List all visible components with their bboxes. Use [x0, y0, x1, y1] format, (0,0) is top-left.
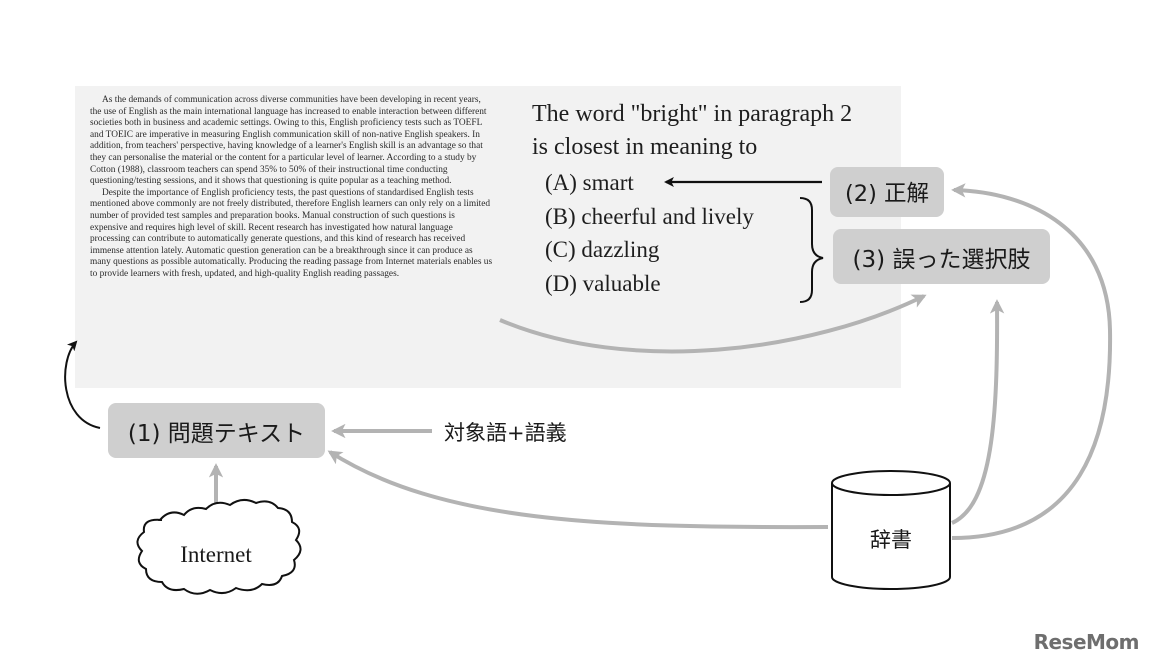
option-a: (A) smart [545, 170, 634, 195]
dictionary-label: 辞書 [870, 528, 912, 552]
answer-options: (A) smart (B) cheerful and lively (C) da… [545, 166, 754, 300]
reading-passage: As the demands of communication across d… [90, 95, 494, 281]
passage-to-distractors-arrow [499, 294, 927, 354]
passage-paragraph-1: As the demands of communication across d… [90, 95, 487, 187]
target-word-label: 対象語+語義 [444, 421, 567, 445]
question-stem-line-2: is closest in meaning to [532, 134, 758, 160]
correct-answer-box: (2) 正解 [830, 167, 944, 217]
problem-text-label: (1) 問題テキスト [127, 420, 306, 447]
question-stem: The word "bright" in paragraph 2 is clos… [532, 98, 902, 164]
distractors-label: (3) 誤った選択肢 [852, 246, 1031, 273]
option-b: (B) cheerful and lively [545, 203, 754, 229]
dictionary-to-problem-arrow [327, 450, 829, 530]
option-c: (C) dazzling [545, 237, 660, 262]
correct-answer-label: (2) 正解 [844, 181, 930, 207]
option-d: (D) valuable [545, 270, 661, 296]
internet-cloud-shape [136, 499, 302, 595]
dictionary-to-distractors-arrow [951, 299, 1005, 525]
dictionary-to-correct-arrow [951, 183, 1113, 540]
problem-to-passage-arrow [64, 340, 101, 429]
passage-panel [75, 86, 901, 388]
distractor-brace [799, 197, 824, 303]
problem-text-box: (1) 問題テキスト [108, 403, 325, 458]
distractors-box: (3) 誤った選択肢 [833, 229, 1050, 284]
internet-label: Internet [180, 542, 252, 567]
resemom-logo: ReseMom [1033, 630, 1140, 654]
dictionary-cylinder [831, 470, 951, 590]
question-stem-line-1: The word "bright" in paragraph 2 [532, 101, 853, 127]
passage-paragraph-2: Despite the importance of English profic… [90, 187, 493, 279]
